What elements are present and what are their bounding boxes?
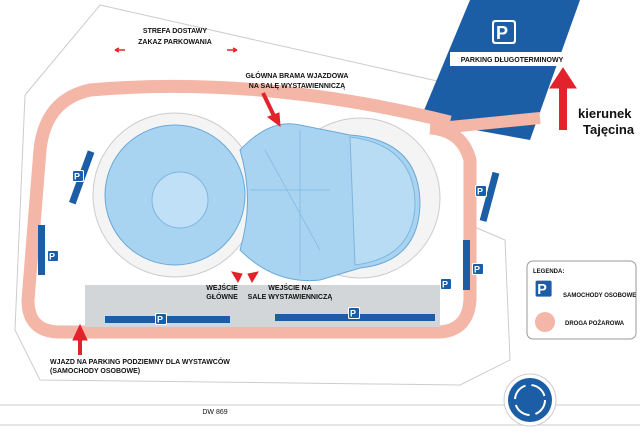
legend-item-fire-road: DROGA POŻAROWA xyxy=(565,320,625,327)
main-entrance-label-1: WEJŚCIE xyxy=(206,283,238,292)
legend: LEGENDA: SAMOCHODY OSOBOWE DROGA POŻAROW… xyxy=(526,260,637,340)
delivery-zone-label-2: ZAKAZ PARKOWANIA xyxy=(138,39,212,46)
hall-entrance-label-2: SALE WYSTAWIENNICZĄ xyxy=(248,294,333,301)
main-gate-label-1: GŁÓWNA BRAMA WJAZDOWA xyxy=(246,71,349,80)
direction-label-2: Tajęcina xyxy=(583,122,635,137)
main-gate-label-2: NA SALĘ WYSTAWIENNICZĄ xyxy=(249,83,345,90)
hall-entrance-label-1: WEJŚCIE NA xyxy=(268,283,312,292)
red-arrows xyxy=(72,47,577,355)
road-label: DW 869 xyxy=(202,409,227,416)
underground-entry-label-1: WJAZD NA PARKING PODZIEMNY DLA WYSTAWCÓW xyxy=(50,357,230,366)
underground-entry-label-2: (SAMOCHODY OSOBOWE) xyxy=(50,368,140,375)
legend-item-parking: SAMOCHODY OSOBOWE xyxy=(563,293,636,299)
direction-label-1: kierunek xyxy=(578,106,632,121)
roundabout xyxy=(503,373,557,427)
main-entrance-label-2: GŁÓWNE xyxy=(206,292,238,301)
legend-title: LEGENDA: xyxy=(533,269,564,275)
exhibition-building xyxy=(104,123,421,282)
parking-car-icon xyxy=(534,279,554,299)
long-term-parking-lot xyxy=(420,0,580,140)
parking-icon xyxy=(492,20,516,44)
delivery-zone-label-1: STREFA DOSTAWY xyxy=(143,28,208,35)
fire-road xyxy=(21,79,477,339)
fire-road-swatch xyxy=(535,312,555,332)
long-term-parking-label: PARKING DŁUGOTERMINOWY xyxy=(461,57,564,64)
